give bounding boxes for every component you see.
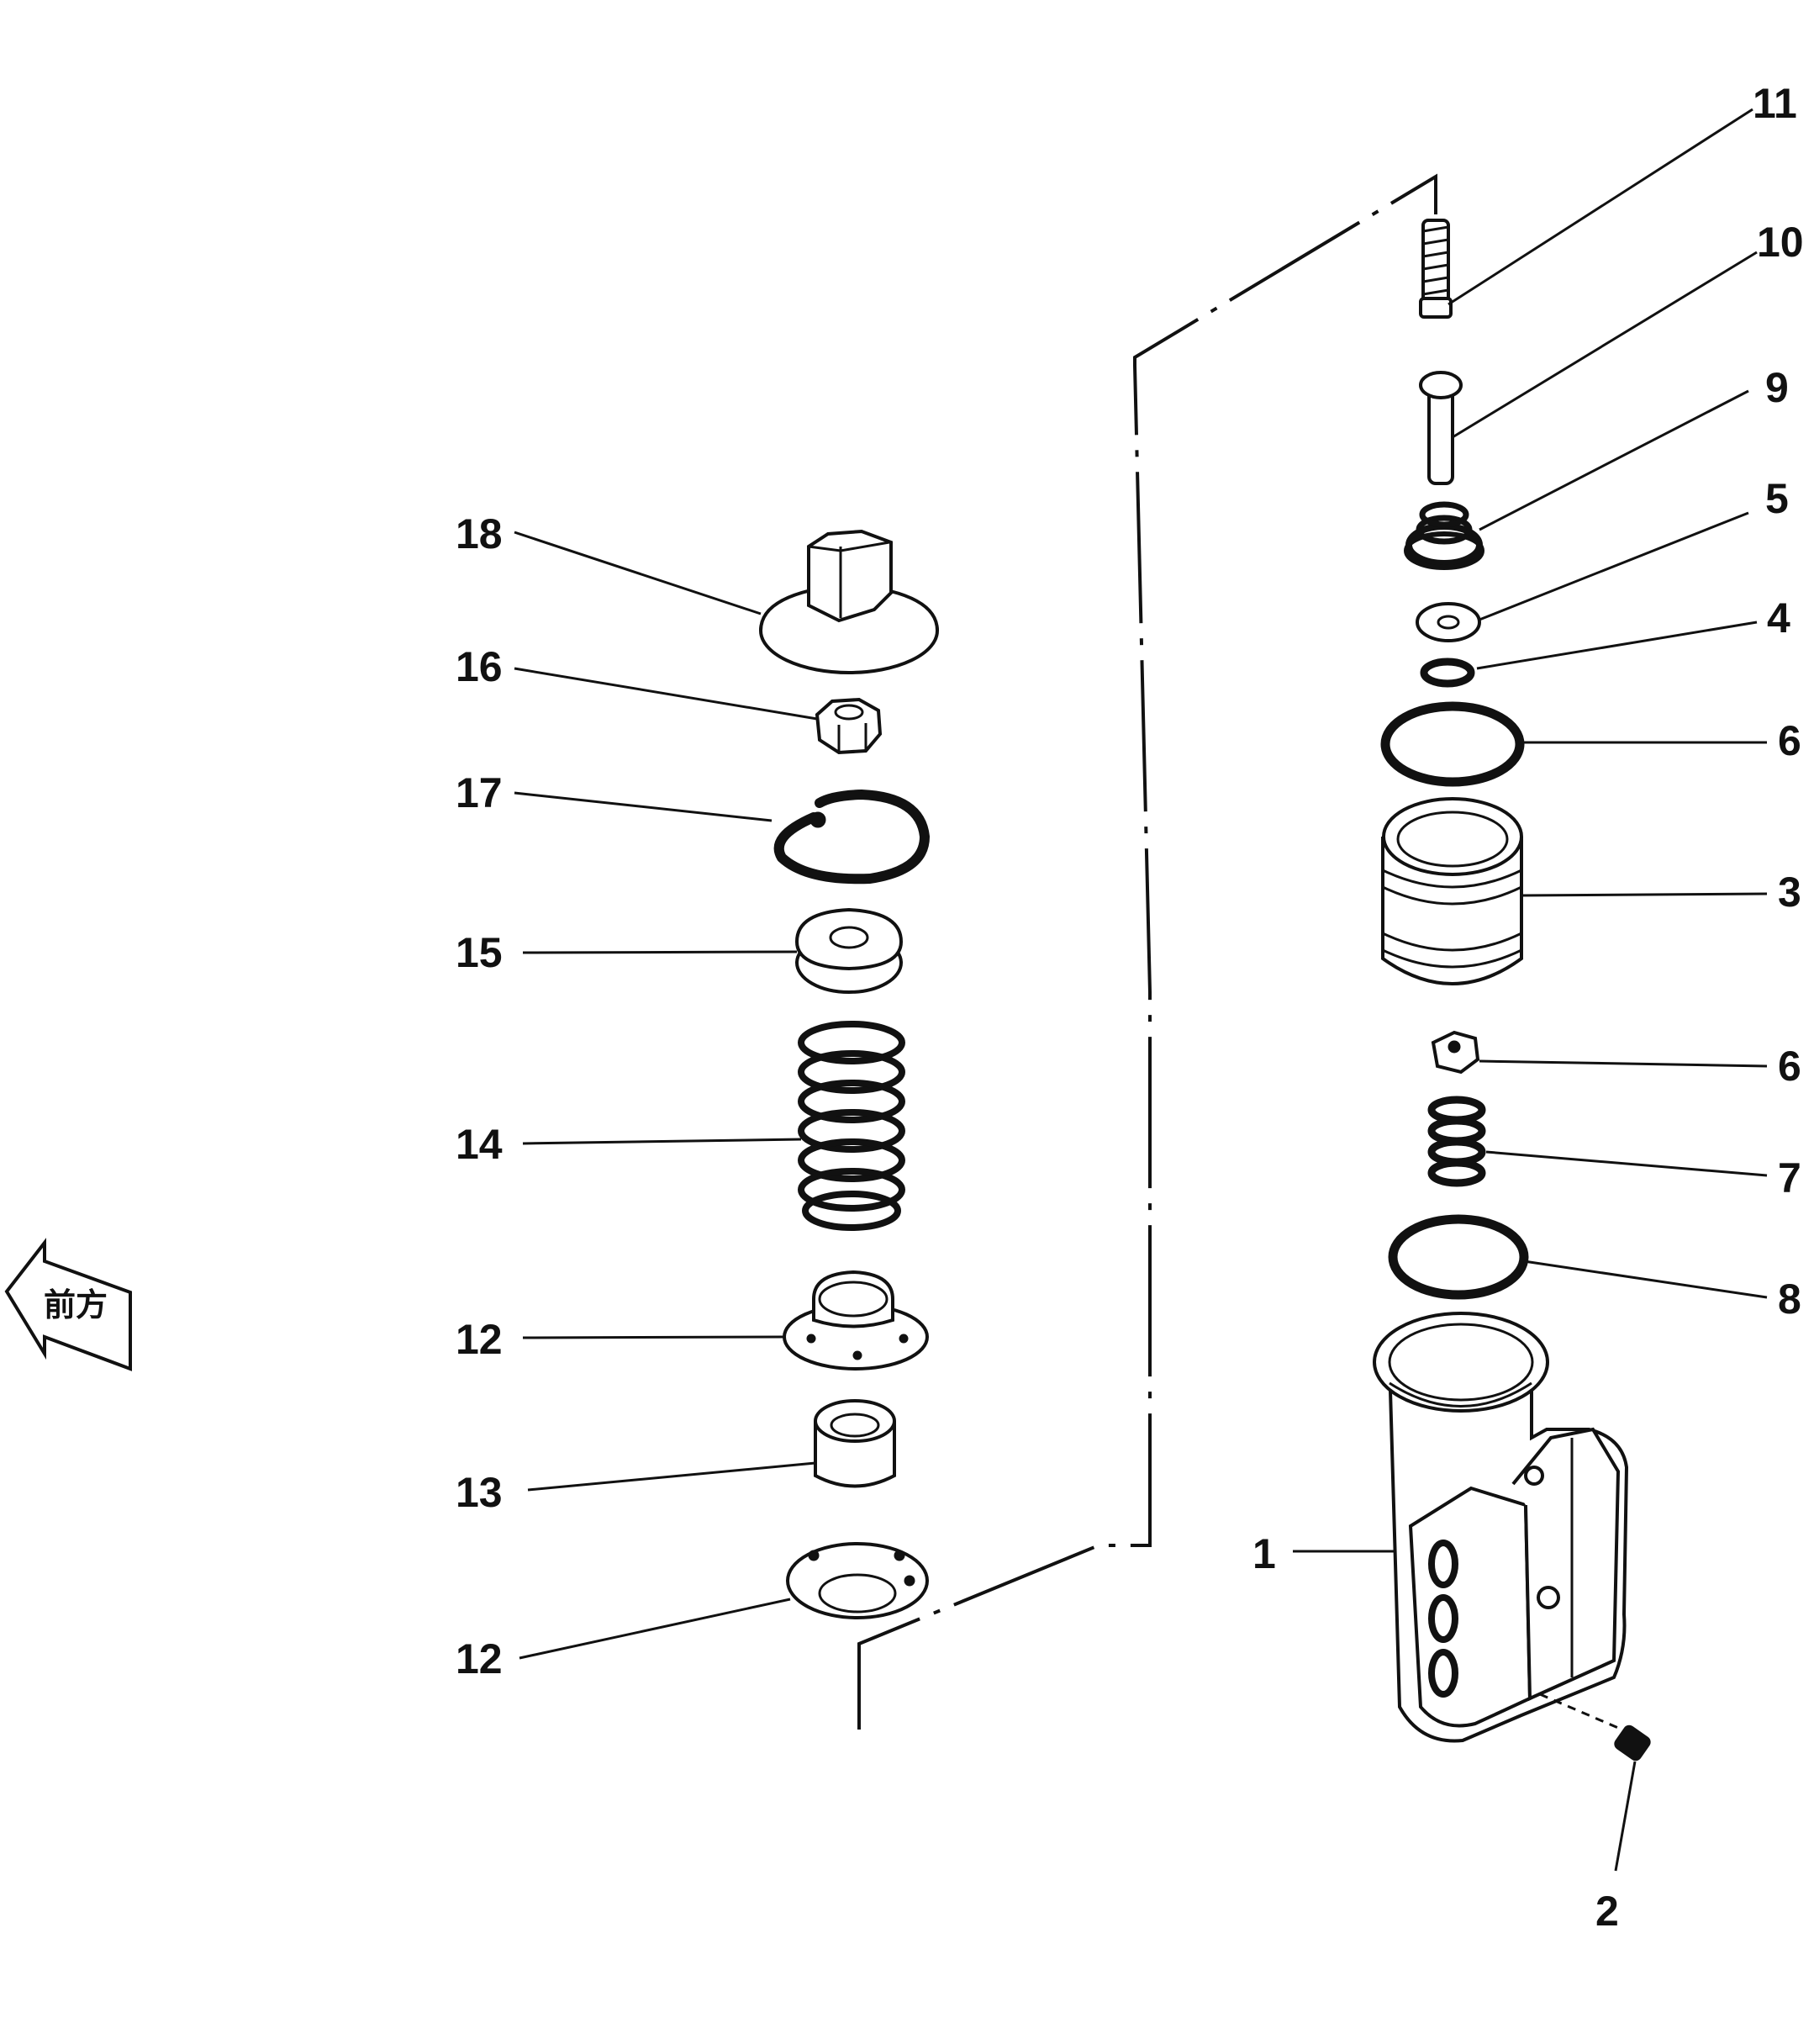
o-ring-icon xyxy=(1380,701,1525,787)
cap-nut-icon xyxy=(759,529,939,674)
snap-ring-icon xyxy=(773,790,930,885)
callout-3: 3 xyxy=(1778,869,1801,916)
o-ring-icon-large xyxy=(1388,1214,1529,1300)
callout-6-lower: 6 xyxy=(1778,1043,1801,1090)
callout-6-upper: 6 xyxy=(1778,717,1801,764)
assembly-centerline xyxy=(857,173,1437,1730)
callout-5: 5 xyxy=(1765,475,1789,522)
callout-9: 9 xyxy=(1765,364,1789,411)
callout-17: 17 xyxy=(456,769,503,816)
small-spring-icon xyxy=(1404,501,1484,570)
callout-8: 8 xyxy=(1778,1276,1801,1323)
callout-16: 16 xyxy=(456,643,503,690)
coil-spring-icon xyxy=(798,1021,905,1231)
front-arrow-icon: 前方 xyxy=(4,1238,132,1371)
callout-12-lower: 12 xyxy=(456,1635,503,1682)
small-nut-icon xyxy=(1431,1030,1480,1075)
bushing-icon xyxy=(814,1399,896,1488)
valve-body-icon xyxy=(1373,1312,1629,1743)
callout-10: 10 xyxy=(1757,219,1804,266)
plug-icon xyxy=(1539,1693,1651,1761)
callout-15: 15 xyxy=(456,929,503,976)
valve-spring-icon xyxy=(1427,1096,1486,1187)
callout-14: 14 xyxy=(456,1121,503,1168)
washer-icon xyxy=(1416,602,1481,642)
callout-4: 4 xyxy=(1767,594,1790,642)
retainer-icon xyxy=(794,907,904,994)
threaded-stud-icon xyxy=(1419,219,1453,319)
callout-12-upper: 12 xyxy=(456,1316,503,1363)
front-label: 前方 xyxy=(44,1286,108,1323)
callout-1: 1 xyxy=(1252,1530,1276,1577)
spring-seat-icon xyxy=(783,1270,929,1371)
callout-13: 13 xyxy=(456,1469,503,1516)
sleeve-icon xyxy=(1381,797,1523,985)
hex-nut-icon xyxy=(815,697,883,755)
callout-18: 18 xyxy=(456,510,503,557)
callout-11: 11 xyxy=(1753,80,1797,127)
callout-7: 7 xyxy=(1778,1154,1801,1202)
callout-2: 2 xyxy=(1595,1888,1619,1935)
small-o-ring-icon xyxy=(1420,658,1475,688)
washer-seat-icon xyxy=(786,1542,929,1619)
pin-icon xyxy=(1419,371,1463,485)
